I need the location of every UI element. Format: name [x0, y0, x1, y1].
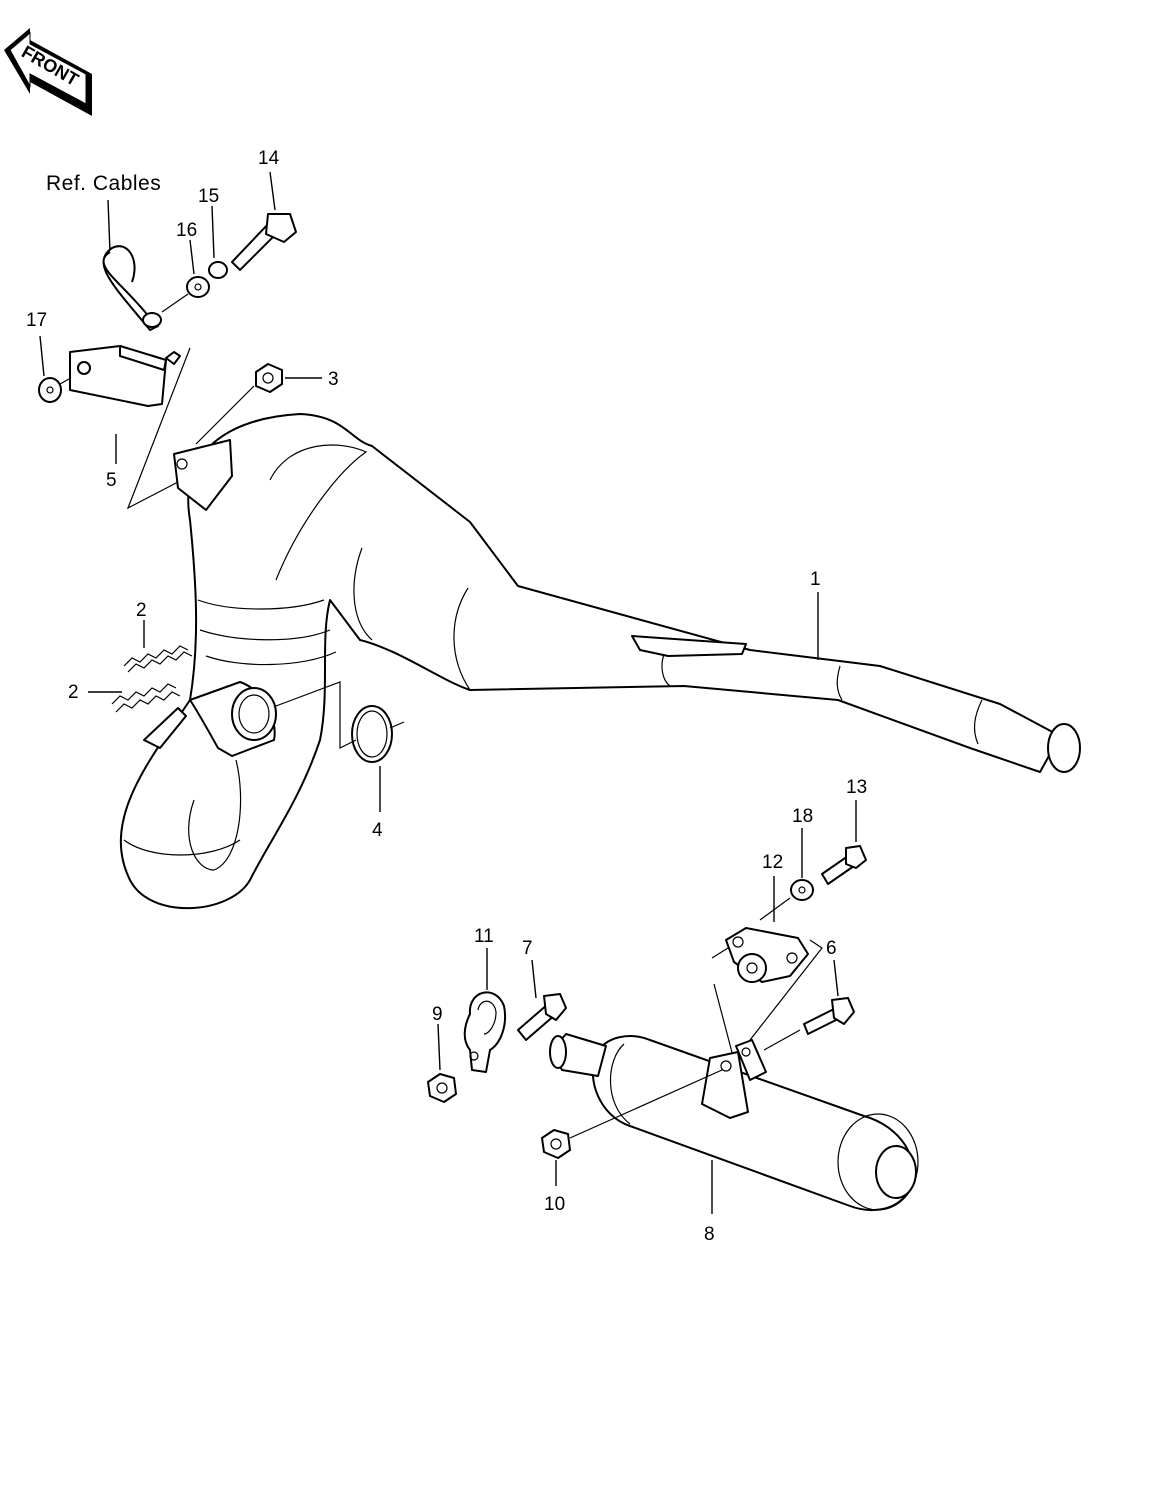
leader-17 [39, 335, 45, 377]
washer-15-part [208, 261, 228, 279]
callout-14: 14 [258, 148, 280, 169]
gasket-4-part [351, 705, 393, 763]
expansion-chamber-1-part [119, 413, 1081, 910]
washer-16-part [186, 276, 210, 298]
washer-17-part [38, 377, 62, 403]
callout-18: 18 [792, 806, 813, 827]
bolt-7-part [517, 993, 567, 1041]
leader-16 [189, 239, 195, 275]
callout-12: 12 [762, 852, 783, 873]
callout-6: 6 [826, 938, 837, 959]
bolt-6-part [803, 997, 855, 1035]
callout-11: 11 [474, 926, 494, 947]
cable-clip-part [102, 245, 162, 331]
callout-16: 16 [176, 220, 197, 241]
callout-9: 9 [432, 1004, 443, 1025]
callout-13: 13 [846, 777, 867, 798]
callout-7: 7 [522, 938, 533, 959]
bracket-5-part [69, 345, 181, 407]
leader-14 [269, 171, 276, 211]
bolt-14-part [231, 213, 297, 271]
callout-15: 15 [198, 186, 219, 207]
leader-6 [833, 959, 839, 997]
silencer-8-part [549, 1033, 919, 1211]
callout-10: 10 [544, 1194, 565, 1215]
nut-9-part [427, 1073, 457, 1103]
callout-2a: 2 [136, 600, 147, 621]
callout-5: 5 [106, 470, 117, 491]
bolt-13-part [821, 845, 867, 885]
front-arrow-icon: FRONT [4, 28, 92, 116]
callout-17: 17 [26, 310, 47, 331]
spring-2a-part [123, 645, 193, 673]
callout-3: 3 [328, 369, 339, 390]
ref-cables-label: Ref. Cables [46, 172, 161, 195]
nut-3-part [255, 363, 283, 393]
washer-18-part [790, 879, 814, 901]
callout-1: 1 [810, 569, 821, 590]
callout-2b: 2 [68, 682, 79, 703]
nut-10-part [541, 1129, 571, 1159]
clamp-11-part [463, 991, 506, 1073]
leader-7 [531, 959, 537, 999]
bracket-12-part [725, 927, 809, 983]
leader-ref [107, 199, 111, 253]
spring-2b-part [111, 683, 181, 713]
callout-8: 8 [704, 1224, 715, 1245]
leader-15 [211, 205, 215, 259]
leader-9 [437, 1023, 441, 1071]
callout-4: 4 [372, 820, 383, 841]
